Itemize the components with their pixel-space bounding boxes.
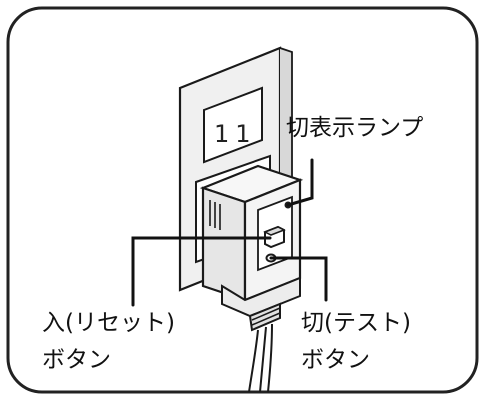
outlet-number-window [203,86,263,164]
off-lamp-label: 切表示ランプ [286,115,424,141]
reset-button-label: 入(リセット) [42,310,175,336]
test-leader-line [269,256,328,302]
test-button-label-line2: ボタン [301,347,370,373]
reset-button [263,225,286,249]
outlet-number: 11 [214,120,257,148]
reset-leader-line [131,236,272,307]
lamp-leader-line [286,158,314,207]
reset-button-label-line2: ボタン [42,347,111,373]
test-button-label: 切(テスト) [301,310,411,336]
power-cords [248,323,273,393]
